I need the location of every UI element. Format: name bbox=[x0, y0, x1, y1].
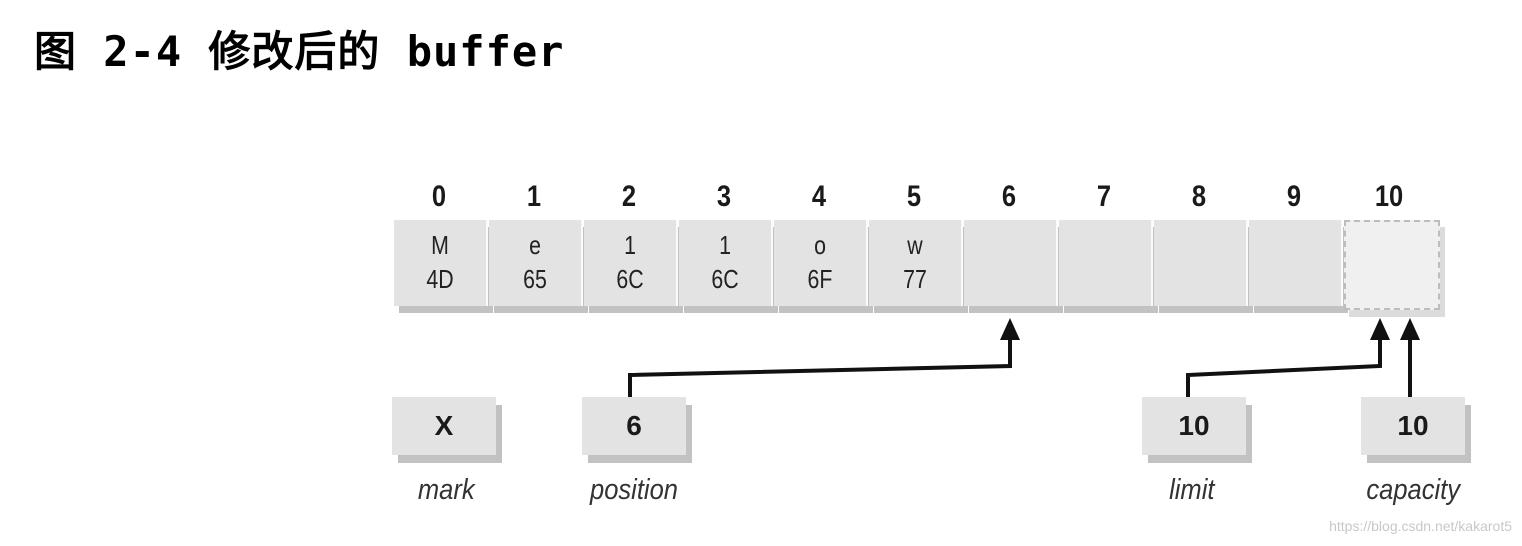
index-label: 10 bbox=[1374, 180, 1404, 213]
index-label: 7 bbox=[1096, 180, 1112, 213]
limit-value-box: 10 bbox=[1142, 397, 1246, 455]
cell-char: 1 bbox=[719, 230, 731, 260]
index-label: 9 bbox=[1286, 180, 1302, 213]
buffer-cell: w 77 bbox=[869, 220, 963, 306]
limit-label: limit bbox=[1169, 474, 1215, 506]
index-label: 8 bbox=[1191, 180, 1207, 213]
index-label: 1 bbox=[526, 180, 542, 213]
buffer-cell: e 65 bbox=[489, 220, 583, 306]
buffer-cell bbox=[1249, 220, 1343, 306]
limit-arrow-line bbox=[1186, 338, 1382, 397]
cell-hex: 6C bbox=[711, 264, 739, 294]
buffer-cell bbox=[1059, 220, 1153, 306]
buffer-cell bbox=[1154, 220, 1248, 306]
index-label: 3 bbox=[716, 180, 732, 213]
cell-hex: 6C bbox=[616, 264, 644, 294]
position-label: position bbox=[589, 474, 678, 506]
mark-value-box: X bbox=[392, 397, 496, 455]
cell-hex: 65 bbox=[523, 264, 547, 294]
position-arrowhead-icon bbox=[1000, 318, 1020, 340]
capacity-cell bbox=[1344, 220, 1440, 310]
watermark: https://blog.csdn.net/kakarot5 bbox=[1329, 518, 1512, 534]
buffer-cell bbox=[964, 220, 1058, 306]
capacity-label: capacity bbox=[1366, 474, 1461, 506]
cell-hex: 4D bbox=[426, 264, 454, 294]
buffer-cell: 1 6C bbox=[679, 220, 773, 306]
cell-char: o bbox=[814, 230, 826, 260]
figure-title: 图 2-4 修改后的 buffer bbox=[34, 27, 565, 76]
buffer-cell: o 6F bbox=[774, 220, 868, 306]
cell-char: 1 bbox=[624, 230, 636, 260]
index-label: 6 bbox=[1001, 180, 1017, 213]
position-value-box: 6 bbox=[582, 397, 686, 455]
index-label: 0 bbox=[431, 180, 447, 213]
cell-char: M bbox=[431, 230, 449, 260]
index-label: 4 bbox=[811, 180, 827, 213]
capacity-arrowhead-icon bbox=[1400, 318, 1420, 340]
cell-char: e bbox=[529, 230, 541, 260]
capacity-value-box: 10 bbox=[1361, 397, 1465, 455]
limit-arrowhead-icon bbox=[1370, 318, 1390, 340]
index-label: 5 bbox=[906, 180, 922, 213]
position-arrow-line bbox=[628, 338, 1012, 397]
index-label: 2 bbox=[621, 180, 637, 213]
cell-char: w bbox=[907, 230, 923, 260]
buffer-cell: 1 6C bbox=[584, 220, 678, 306]
cell-hex: 77 bbox=[903, 264, 927, 294]
cell-hex: 6F bbox=[807, 264, 833, 294]
buffer-cell: M 4D bbox=[394, 220, 488, 306]
mark-label: mark bbox=[417, 474, 475, 506]
